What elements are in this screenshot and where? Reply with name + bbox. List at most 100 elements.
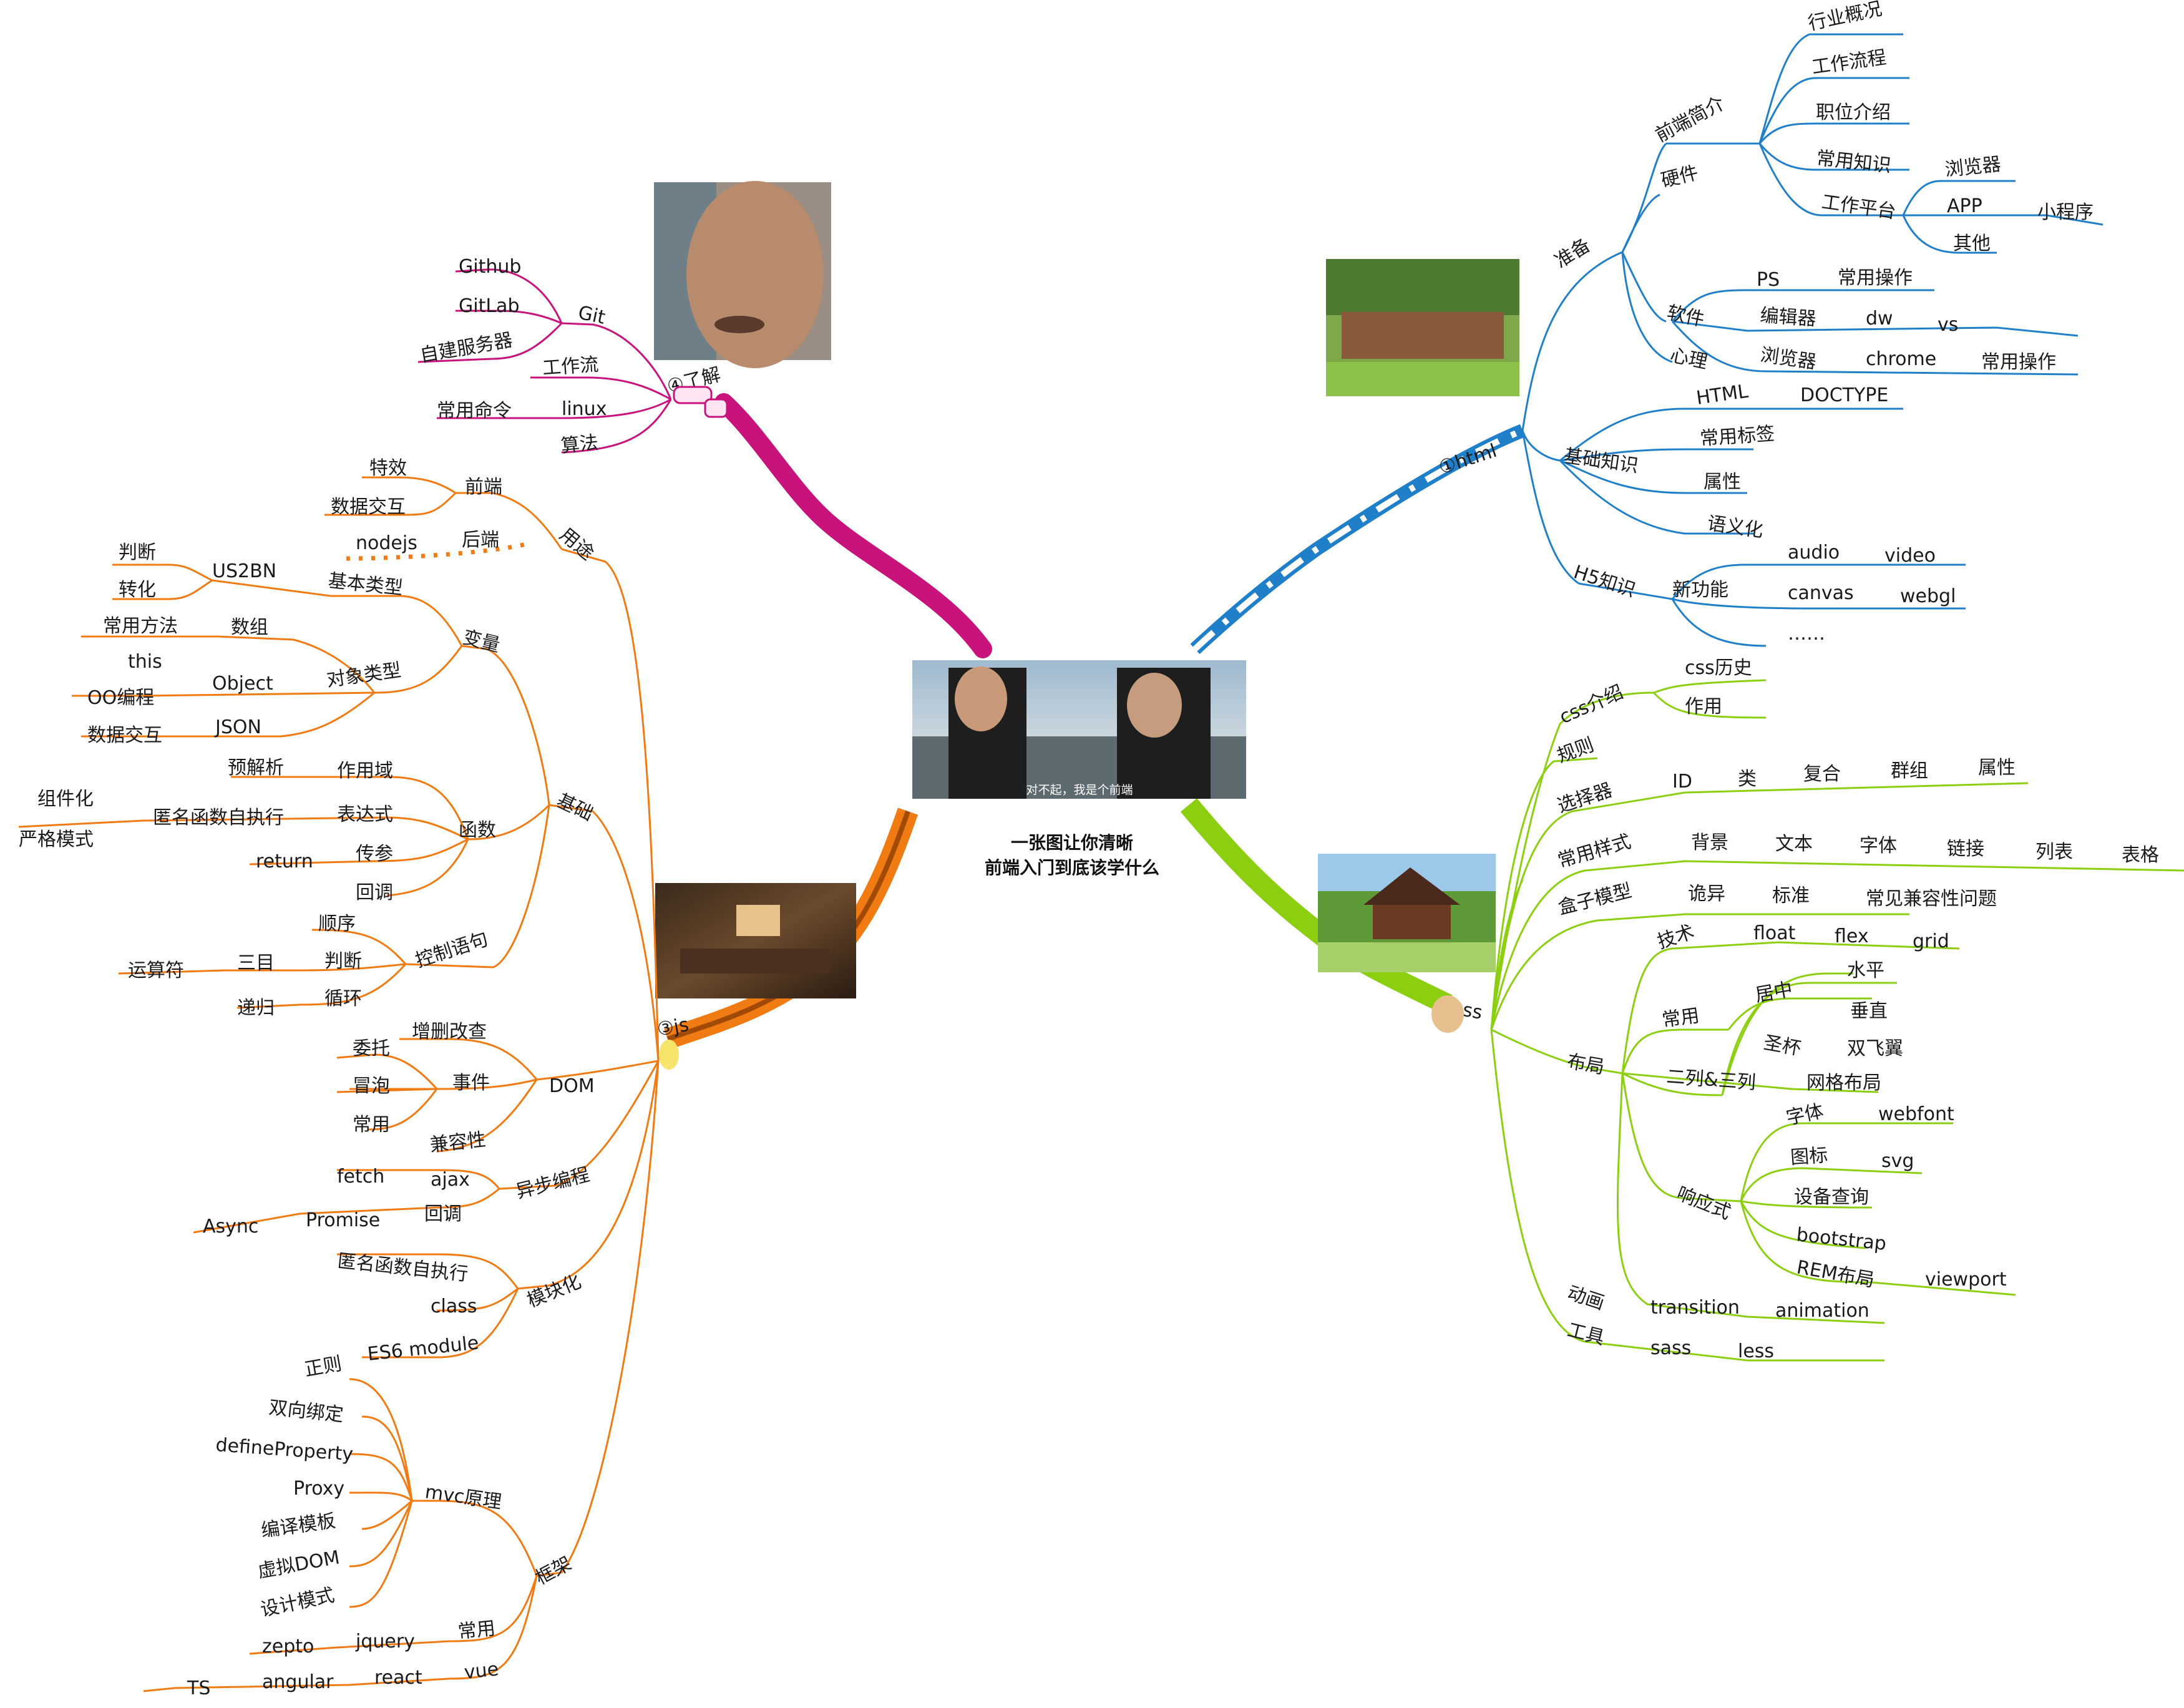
node-zhiwei: 职位介绍: [1816, 102, 1891, 124]
node-biaoge: 表格: [2122, 844, 2159, 866]
node-xiaochengxu: 小程序: [2037, 202, 2094, 223]
node-grid: grid: [1913, 930, 1949, 952]
node-audio: audio: [1788, 542, 1840, 564]
node-bianliang: 变量: [461, 627, 502, 656]
node-bianjiqi: 编辑器: [1759, 305, 1816, 330]
node-biaozhun: 标准: [1772, 885, 1810, 907]
node-app: APP: [1947, 195, 1982, 217]
node-html: ①html: [1436, 440, 1499, 479]
node-defineproperty: defineProperty: [215, 1434, 354, 1465]
node-changyong2: 常用: [457, 1618, 496, 1643]
node-animation: animation: [1775, 1300, 1870, 1322]
node-changyongzhishi: 常用知识: [1815, 147, 1892, 177]
node-jichuzhishi: 基础知识: [1562, 445, 1640, 477]
node-zengshan: 增删改查: [412, 1021, 487, 1043]
node-gongzuopingtai: 工作平台: [1820, 191, 1898, 223]
node-sheji: 设计模式: [258, 1584, 336, 1621]
node-sanmu: 三目: [237, 952, 275, 974]
node-lianjie: 链接: [1947, 838, 1984, 860]
css-node-blob: [1431, 995, 1464, 1033]
node-liulanqi: 浏览器: [1944, 154, 2002, 181]
node-oo: OO编程: [87, 687, 154, 709]
node-svg: svg: [1881, 1150, 1914, 1172]
center-topic: 对不起，我是个前端 一张图让你清晰 前端入门到底该学什么: [912, 660, 1246, 878]
node-liebiao: 列表: [2035, 841, 2073, 863]
node-changyongyangshi: 常用样式: [1556, 831, 1634, 872]
ruined-house-photo: [1326, 259, 1519, 396]
node-suanfa: 算法: [560, 432, 599, 457]
node-zujianhua: 组件化: [37, 788, 94, 810]
js-nodejs-dotted: [346, 540, 532, 561]
node-chrome-changyong: 常用操作: [1981, 351, 2056, 373]
node-mokuaihua: 模块化: [524, 1271, 585, 1312]
node-changyongfangfa: 常用方法: [103, 615, 178, 637]
node-huidiao2: 回调: [424, 1203, 462, 1225]
node-doctype: DOCTYPE: [1800, 384, 1888, 406]
node-qita: 其他: [1953, 233, 1991, 255]
main-trunks: [664, 393, 1526, 1050]
node-hezimoxing: 盒子模型: [1556, 880, 1634, 919]
js-labels: ③js 用途 前端 特效 数据交互 后端 nodejs 基础 变量 基本类型 U…: [19, 457, 690, 1699]
node-lei: 类: [1738, 768, 1757, 790]
node-biaodashi: 表达式: [337, 804, 393, 826]
node-wenben: 文本: [1775, 833, 1813, 855]
node-panduan: 判断: [119, 542, 156, 564]
node-js: ③js: [655, 1014, 690, 1041]
node-jishu: 技术: [1655, 921, 1697, 954]
node-zuoyong: 作用: [1685, 696, 1722, 718]
cafe-interior-photo: [655, 883, 856, 998]
node-es6: ES6 module: [366, 1332, 480, 1365]
node-chuizhi: 垂直: [1850, 1000, 1888, 1022]
node-linux: linux: [562, 398, 607, 420]
node-xinli: 心理: [1668, 344, 1709, 374]
node-beijing: 背景: [1691, 832, 1728, 854]
node-jibenleixing: 基本类型: [327, 570, 404, 599]
node-gongju: 工具: [1565, 1319, 1607, 1349]
node-huidiao: 回调: [356, 882, 393, 904]
portrait-photo: [654, 181, 831, 368]
node-changyong: 常用: [353, 1114, 390, 1136]
node-webgl: webgl: [1900, 585, 1956, 607]
node-changyongmingling: 常用命令: [437, 400, 512, 422]
node-shunxu: 顺序: [318, 913, 356, 935]
node-bianyi: 编译模板: [260, 1510, 337, 1542]
node-buju: 布局: [1566, 1050, 1606, 1078]
node-shujujiaohu2: 数据交互: [87, 725, 162, 746]
node-float: float: [1753, 922, 1796, 944]
node-htmltag: HTML: [1695, 381, 1750, 409]
node-xuanzeqi: 选择器: [1555, 779, 1615, 817]
node-shuangxiang: 双向绑定: [268, 1397, 344, 1426]
node-guiyi: 诡异: [1688, 883, 1725, 905]
branch-css: [1490, 679, 2184, 1362]
node-dots: ……: [1788, 623, 1825, 645]
node-react: react: [374, 1667, 422, 1689]
node-yibu: 异步编程: [514, 1164, 592, 1203]
node-json: JSON: [214, 716, 261, 738]
node-houduan: 后端: [462, 529, 499, 551]
node-css-shuxing: 属性: [1978, 757, 2016, 779]
node-juzhong: 居中: [1753, 978, 1794, 1007]
node-xuni: 虚拟DOM: [256, 1546, 341, 1582]
node-panduan2: 判断: [324, 950, 362, 972]
node-yunsuanfu: 运算符: [128, 960, 184, 982]
node-shebei: 设备查询: [1794, 1186, 1869, 1208]
node-dom: DOM: [549, 1075, 595, 1097]
node-ruanjian: 软件: [1665, 302, 1706, 331]
node-gongzuoliu: 工作流: [542, 354, 599, 379]
node-mvc: mvc原理: [424, 1481, 503, 1513]
node-gitlab: GitLab: [459, 295, 520, 317]
node-return: return: [256, 851, 313, 872]
node-yujiexi: 预解析: [228, 757, 284, 779]
node-digui: 递归: [237, 997, 275, 1019]
node-shujujiaohu: 数据交互: [331, 496, 406, 518]
node-erlie: 二列&三列: [1665, 1066, 1756, 1094]
node-zhuanhua: 转化: [119, 579, 156, 601]
node-texiao: 特效: [369, 457, 407, 479]
branch-git: [417, 268, 672, 454]
node-chuancan: 传参: [356, 843, 393, 865]
node-cssjieshao: css介绍: [1556, 681, 1627, 729]
node-zepto: zepto: [262, 1636, 314, 1657]
node-transition: transition: [1650, 1297, 1740, 1319]
